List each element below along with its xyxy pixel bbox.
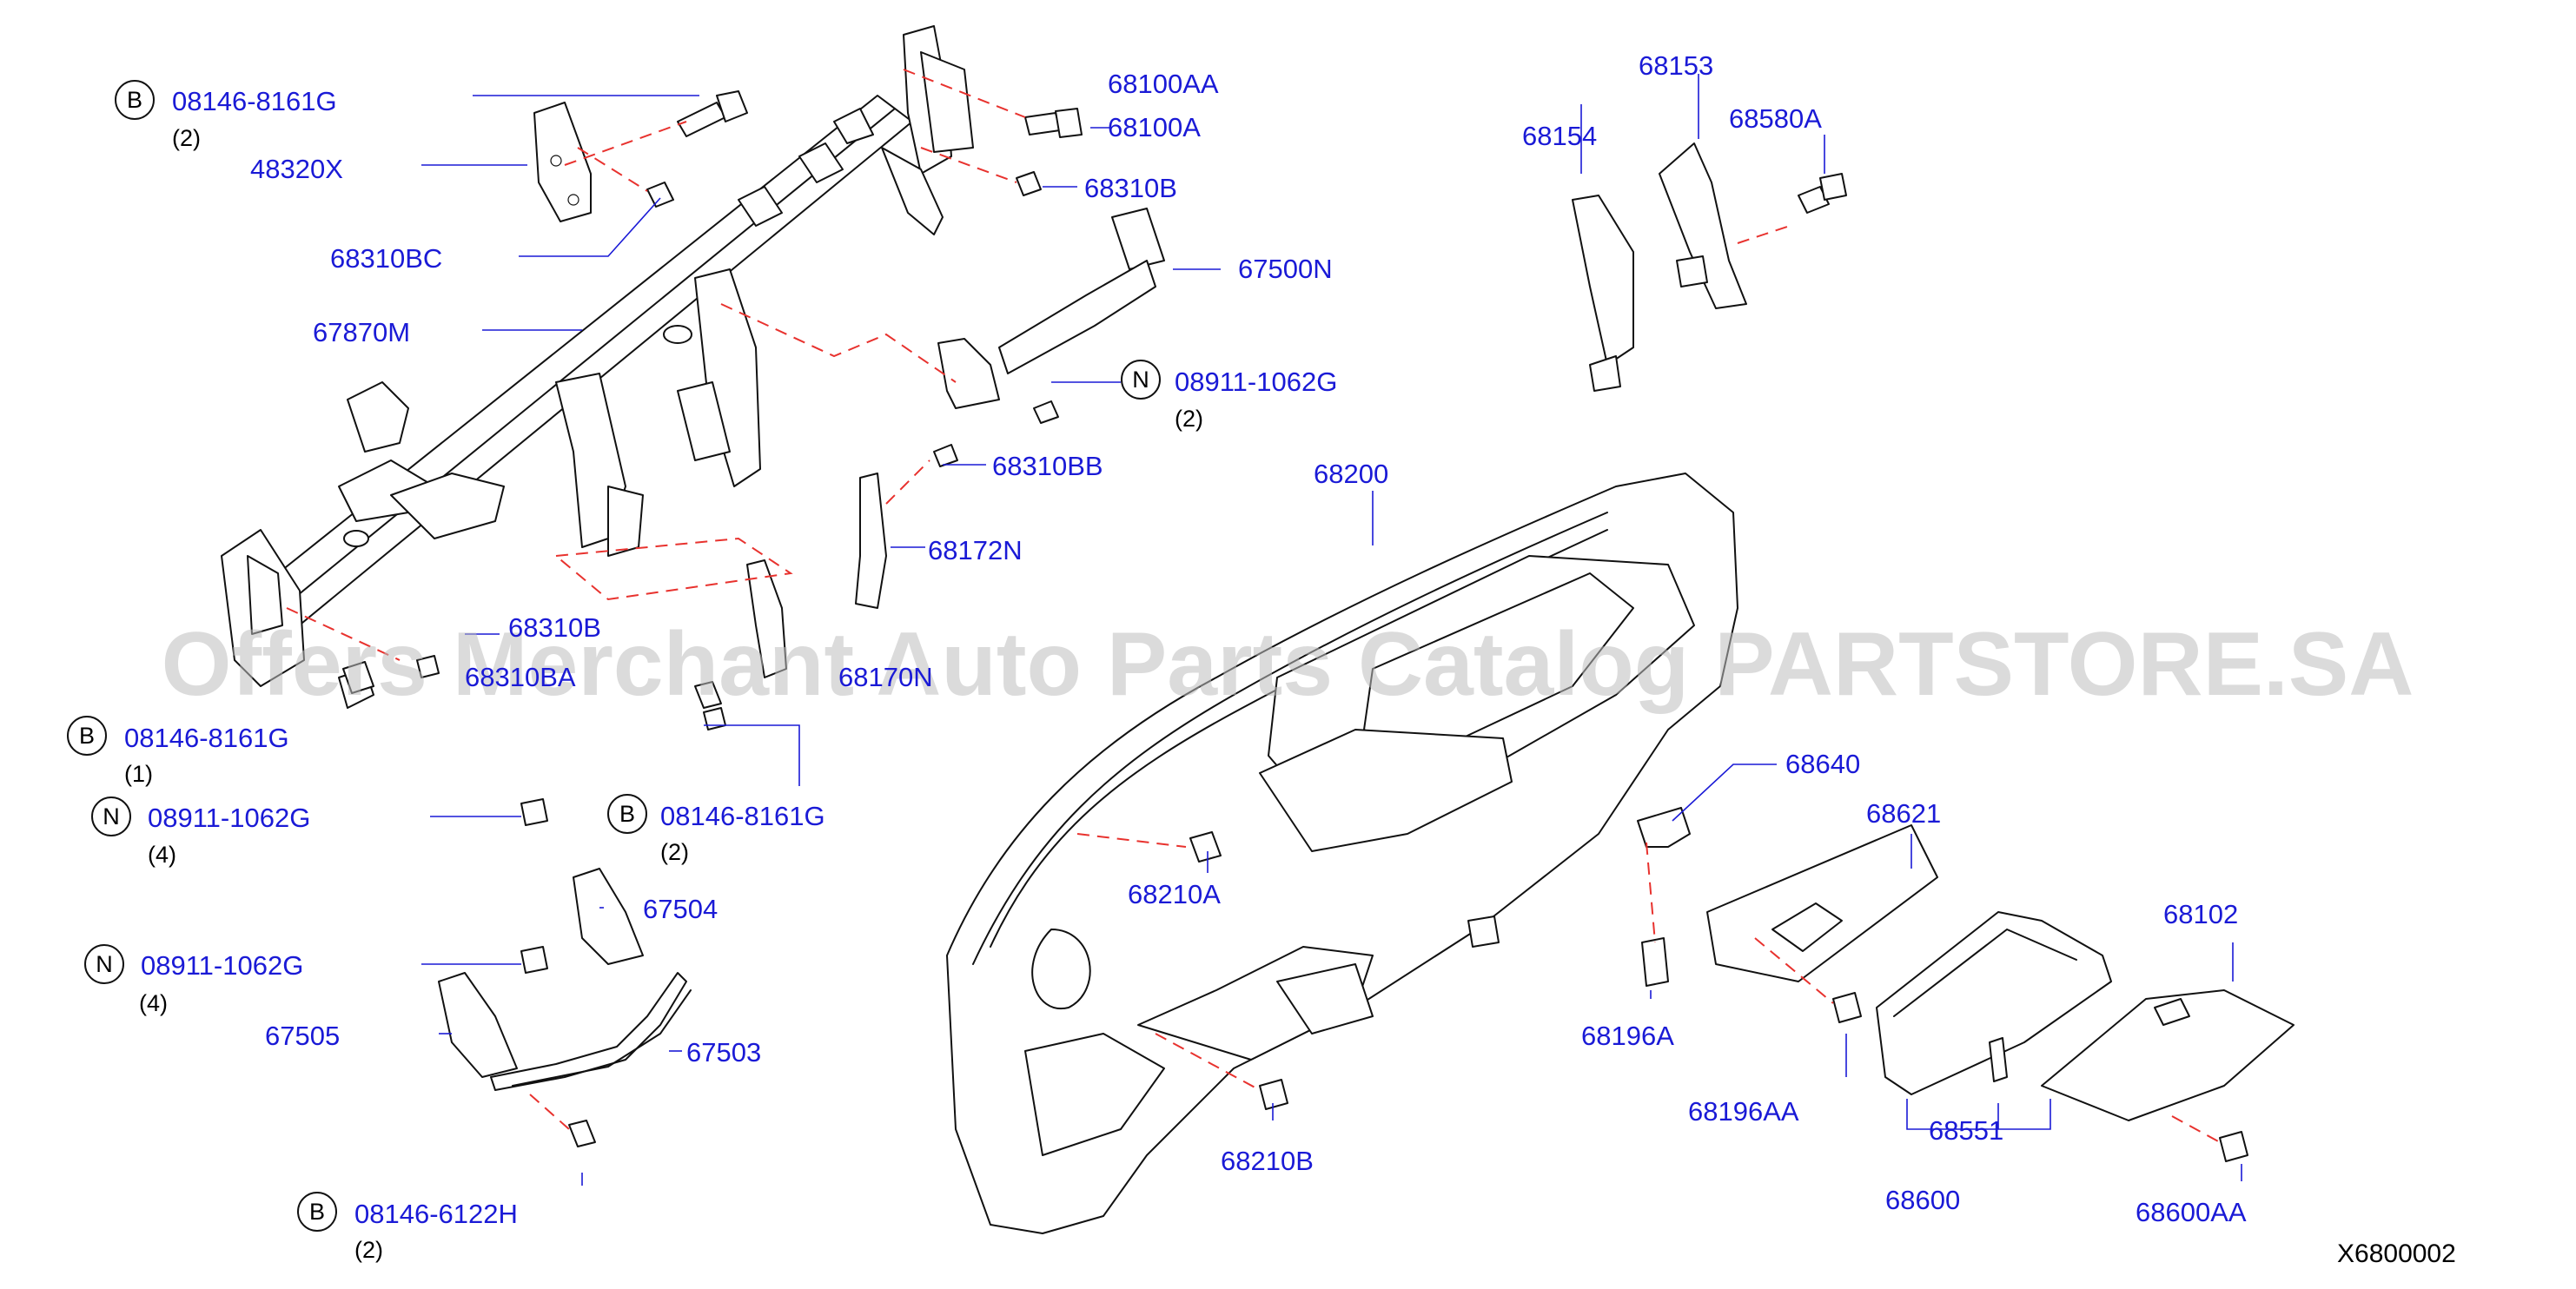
brackets-6815x-drawing [1572, 142, 1847, 392]
fasteners-top-left [646, 90, 1083, 467]
callout-circle [607, 794, 647, 834]
fastener-qty: (4) [139, 990, 168, 1016]
part-label: 68210B [1221, 1146, 1314, 1176]
fastener-part-number: 08911-1062G [141, 950, 303, 981]
part-label: 67504 [643, 894, 718, 924]
part-label: 68310B [508, 612, 601, 643]
part-label: 68210A [1128, 879, 1221, 909]
part-label: 68100AA [1108, 69, 1219, 99]
callout-symbol: B [127, 87, 142, 113]
bracket-48320x-drawing [533, 102, 592, 222]
part-label: 68170N [838, 662, 933, 692]
fastener-qty: (1) [124, 761, 153, 787]
part-label: 67505 [265, 1021, 340, 1051]
part-label: 68600AA [2136, 1197, 2247, 1227]
part-label: 68310BB [992, 451, 1103, 481]
fastener-note-2: N 08911-1062G (2) [1121, 360, 1337, 432]
part-label: 68621 [1866, 798, 1941, 829]
part-label: 68310BC [330, 243, 442, 274]
callout-circle [67, 716, 107, 756]
bracket-68172n-drawing [855, 473, 887, 609]
line-art [221, 25, 2295, 1234]
fastener-qty: (4) [148, 842, 176, 868]
part-label: 68200 [1314, 459, 1388, 489]
part-label: 68551 [1929, 1115, 2003, 1146]
part-label: 68640 [1785, 749, 1860, 779]
part-label: 68310BA [465, 662, 576, 692]
callout-circle [91, 797, 131, 836]
fastener-part-number: 08911-1062G [1175, 367, 1337, 397]
cover-68102-drawing [2041, 989, 2295, 1121]
fastener-note-7: B 08146-6122H (2) [297, 1192, 518, 1263]
part-label: 68196A [1581, 1021, 1674, 1051]
part-label: 68172N [928, 535, 1023, 565]
part-labels: 68100AA 68100A 48320X 68310B 68310BC 675… [250, 50, 2247, 1227]
part-label: 68102 [2163, 899, 2238, 929]
brackets-6750x-drawing [438, 868, 692, 1147]
callout-symbol: N [103, 803, 120, 830]
part-label: 48320X [250, 154, 343, 184]
callout-circle [84, 944, 124, 984]
clip-68640-drawing [1637, 807, 1691, 848]
part-label: 68600 [1885, 1185, 1960, 1215]
leader-lines [421, 74, 2242, 1186]
callout-symbol: N [96, 951, 113, 977]
part-label: 68154 [1522, 121, 1597, 151]
part-label: 67870M [313, 317, 410, 347]
callout-symbol: B [79, 723, 95, 749]
callout-symbol: N [1132, 367, 1149, 393]
callout-circle [297, 1192, 337, 1232]
part-label: 67500N [1238, 254, 1333, 284]
bracket-67500n-drawing [937, 208, 1165, 409]
part-label: 68153 [1639, 50, 1713, 81]
fastener-note-3: B 08146-8161G (1) [67, 716, 289, 787]
fastener-part-number: 08146-6122H [354, 1199, 518, 1229]
callout-circle [1121, 360, 1161, 400]
callout-symbol: B [619, 801, 635, 827]
watermark: Offers Merchant Auto Parts Catalog PARTS… [162, 614, 2414, 715]
fastener-note-4: N 08911-1062G (4) [91, 797, 310, 868]
fastener-part-number: 08146-8161G [172, 86, 337, 116]
instrument-panel-drawing [946, 473, 1738, 1234]
fastener-qty: (2) [1175, 406, 1203, 432]
part-label: 68196AA [1688, 1096, 1799, 1127]
part-label: 68100A [1108, 112, 1201, 142]
part-label: 68580A [1729, 103, 1822, 134]
callout-symbol: B [309, 1199, 325, 1225]
diagram-code: X6800002 [2337, 1239, 2456, 1268]
glove-box-68600-drawing [1876, 911, 2112, 1095]
part-label: 68310B [1084, 173, 1177, 203]
callout-circle [115, 80, 155, 120]
fastener-qty: (2) [354, 1237, 383, 1263]
fasteners-panel [1189, 831, 2248, 1162]
fastener-part-number: 08911-1062G [148, 803, 310, 833]
fastener-part-number: 08146-8161G [124, 723, 289, 753]
bracket-68170n-drawing [694, 559, 787, 730]
lid-68621-drawing [1706, 824, 1938, 982]
fastener-part-number: 08146-8161G [660, 801, 825, 831]
fastener-note-1: B 08146-8161G (2) [115, 80, 337, 151]
part-label: 67503 [686, 1037, 761, 1068]
fasteners-lower-left [342, 655, 548, 974]
steering-member-drawing [221, 25, 974, 709]
fastener-qty: (2) [660, 839, 689, 865]
fastener-qty: (2) [172, 125, 201, 151]
fastener-note-6: N 08911-1062G (4) [84, 944, 303, 1016]
fastener-note-5: B 08146-8161G (2) [607, 794, 825, 865]
assembly-guides [286, 69, 2221, 1143]
